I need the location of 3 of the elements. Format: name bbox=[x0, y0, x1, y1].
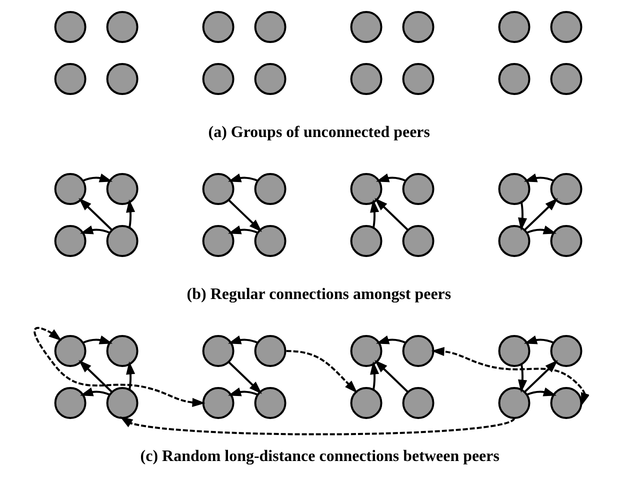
label: (c) Random long-distance connections between peers bbox=[140, 448, 500, 465]
label: (a) Groups of unconnected peers bbox=[208, 124, 430, 141]
label: (b) Regular connections amongst peers bbox=[186, 286, 452, 303]
